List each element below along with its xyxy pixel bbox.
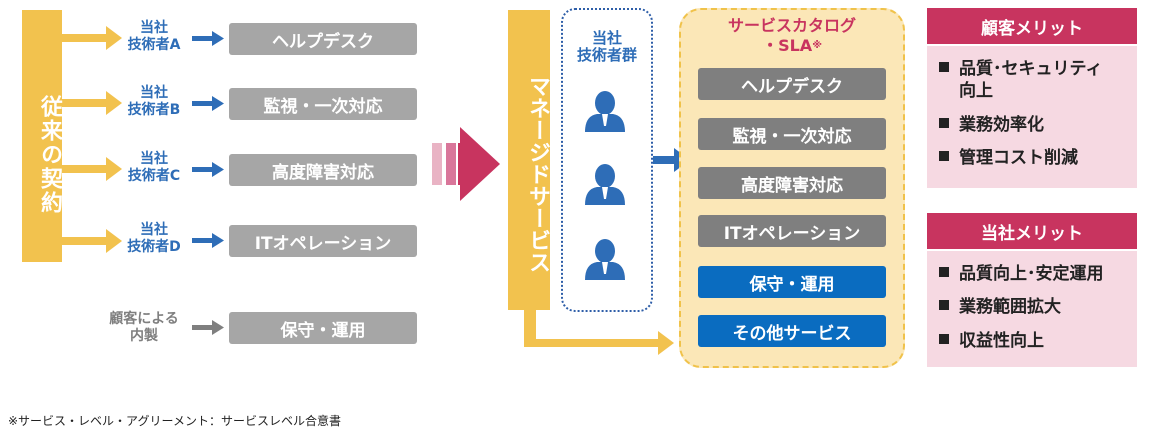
engineer-b-label: 当社技術者B bbox=[127, 85, 181, 118]
gray-small-arrow bbox=[192, 320, 224, 335]
legacy-helpdesk-box: ヘルプデスク bbox=[229, 23, 417, 55]
catalog-it-operation: ITオペレーション bbox=[698, 215, 886, 247]
customer-benefits-header: 顧客メリット bbox=[927, 8, 1137, 44]
company-benefits-header: 当社メリット bbox=[927, 213, 1137, 249]
company-benefit-item: 品質向上･安定運用 bbox=[939, 263, 1104, 285]
transition-arrow bbox=[432, 127, 500, 201]
company-benefit-item: 収益性向上 bbox=[939, 330, 1044, 352]
catalog-other-services: その他サービス bbox=[698, 315, 886, 347]
legacy-it-operation-box: ITオペレーション bbox=[229, 225, 417, 257]
engineer-d-label: 当社技術者D bbox=[127, 222, 181, 255]
managed-to-catalog-arrow bbox=[524, 305, 674, 355]
customer-benefit-item: 管理コスト削減 bbox=[939, 147, 1078, 169]
company-benefits-body: 品質向上･安定運用 業務範囲拡大 収益性向上 bbox=[927, 251, 1137, 367]
customer-benefit-item: 品質･セキュリティ向上 bbox=[939, 58, 1102, 102]
engineer-group-label: 当社技術者群 bbox=[576, 29, 637, 64]
legacy-monitoring-box: 監視・一次対応 bbox=[229, 88, 417, 120]
engineer-a-label: 当社技術者A bbox=[127, 20, 181, 53]
legacy-incident-box: 高度障害対応 bbox=[229, 154, 417, 186]
inhouse-label: 顧客による内製 bbox=[109, 311, 179, 344]
service-catalog-title: サービスカタログ ・SLA※ bbox=[727, 16, 856, 55]
managed-service-bar bbox=[508, 10, 550, 310]
catalog-helpdesk: ヘルプデスク bbox=[698, 68, 886, 100]
company-benefit-item: 業務範囲拡大 bbox=[939, 296, 1061, 318]
catalog-maintenance: 保守・運用 bbox=[698, 266, 886, 298]
catalog-incident: 高度障害対応 bbox=[698, 167, 886, 199]
customer-benefit-item: 業務効率化 bbox=[939, 114, 1044, 136]
yellow-branch-arrows bbox=[62, 26, 122, 253]
managed-service-label: マネージドサービス bbox=[525, 75, 550, 273]
catalog-monitoring: 監視・一次対応 bbox=[698, 118, 886, 150]
customer-benefits-body: 品質･セキュリティ向上 業務効率化 管理コスト削減 bbox=[927, 46, 1137, 188]
footnote: ※サービス・レベル・アグリーメント：サービスレベル合意書 bbox=[8, 414, 341, 428]
traditional-contract-label: 従来の契約 bbox=[37, 95, 62, 215]
engineer-c-label: 当社技術者C bbox=[127, 151, 181, 184]
traditional-contract-bar bbox=[22, 10, 62, 262]
legacy-maintenance-box: 保守・運用 bbox=[229, 312, 417, 344]
blue-small-arrows bbox=[192, 31, 224, 248]
